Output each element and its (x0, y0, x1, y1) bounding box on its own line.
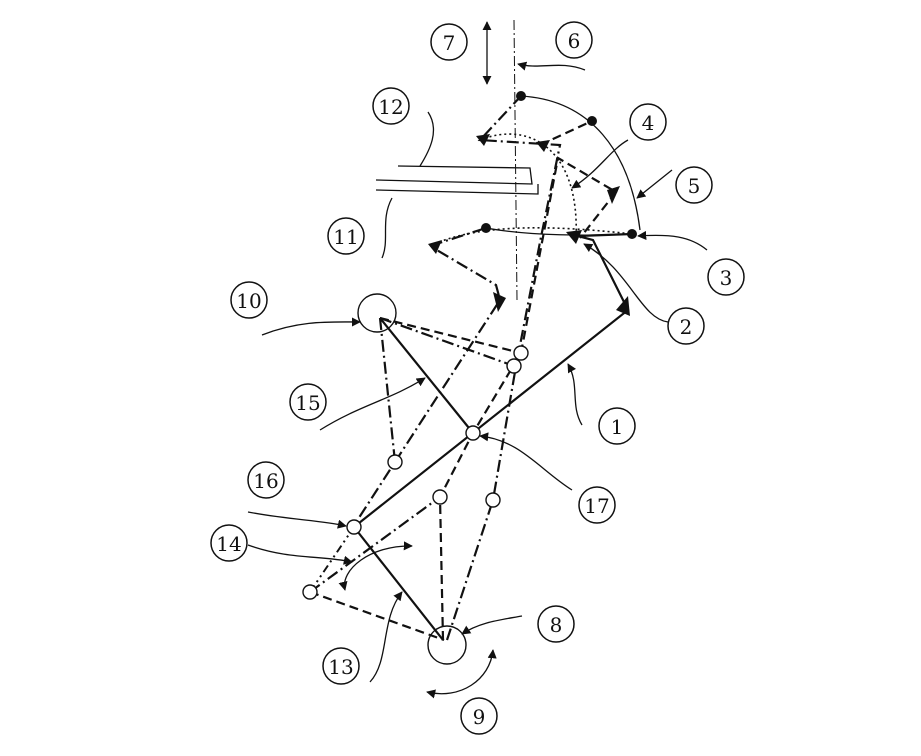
label-12: 12 (372, 87, 410, 125)
label-16: 16 (247, 461, 285, 499)
svg-text:7: 7 (443, 31, 456, 55)
svg-text:3: 3 (720, 266, 733, 290)
label-6: 6 (555, 21, 593, 59)
svg-text:16: 16 (253, 469, 278, 493)
rotation-arrows (338, 541, 497, 699)
hollow-joints (302, 345, 529, 600)
svg-text:14: 14 (216, 532, 241, 556)
plates (375, 165, 539, 195)
solid-linkage (353, 232, 633, 641)
label-5: 5 (675, 166, 713, 204)
label-14: 14 (210, 524, 248, 562)
filled-joints (481, 91, 637, 239)
label-17: 17 (578, 486, 616, 524)
label-15: 15 (289, 383, 327, 421)
dashdot-linkage (309, 95, 582, 641)
label-10: 10 (230, 281, 268, 319)
svg-text:5: 5 (688, 174, 701, 198)
svg-text:15: 15 (295, 391, 320, 415)
svg-text:17: 17 (584, 494, 609, 518)
label-7: 7 (430, 23, 468, 61)
trajectory-curves (429, 95, 641, 247)
leader-lines (247, 61, 708, 683)
label-3: 3 (707, 258, 745, 296)
svg-text:2: 2 (680, 315, 693, 339)
svg-text:11: 11 (333, 225, 358, 249)
svg-text:8: 8 (550, 613, 563, 637)
label-9: 9 (460, 697, 498, 735)
label-13: 13 (322, 647, 360, 685)
label-8: 8 (537, 605, 575, 643)
label-11: 11 (327, 217, 365, 255)
center-axis (513, 19, 518, 301)
svg-text:6: 6 (568, 29, 581, 53)
label-4: 4 (629, 103, 667, 141)
svg-text:1: 1 (611, 415, 624, 439)
svg-text:13: 13 (328, 655, 353, 679)
pivot-8 (427, 625, 467, 665)
svg-text:12: 12 (378, 95, 403, 119)
svg-text:4: 4 (642, 111, 655, 135)
svg-text:10: 10 (236, 289, 261, 313)
pivot-10 (357, 293, 397, 333)
label-2: 2 (667, 307, 705, 345)
svg-text:9: 9 (473, 705, 486, 729)
label-1: 1 (598, 407, 636, 445)
